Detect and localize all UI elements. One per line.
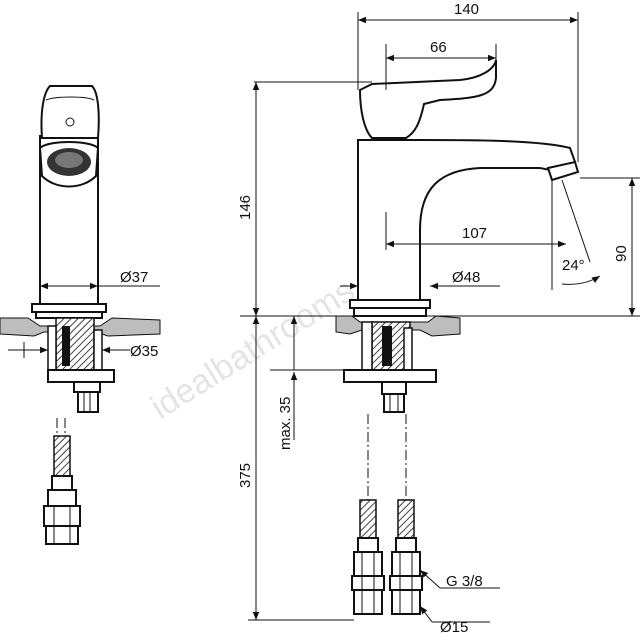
side-view: 140 66 107 146 90 24° Ø48 max. 35 375 G — [237, 1, 640, 636]
front-shank — [55, 317, 95, 371]
dim-90: 90 — [613, 245, 630, 262]
dim-diameter-37: Ø37 — [120, 269, 148, 286]
front-view: Ø37 Ø35 — [0, 85, 161, 545]
dim-140: 140 — [454, 1, 479, 18]
dim-107: 107 — [462, 225, 487, 242]
side-lever — [358, 59, 497, 139]
dim-max-35: max. 35 — [277, 397, 294, 450]
dim-diameter-15: Ø15 — [440, 619, 468, 636]
dim-375: 375 — [237, 463, 254, 488]
dim-thread: G 3/8 — [446, 573, 483, 590]
dim-angle-24: 24° — [562, 257, 585, 274]
dim-diameter-48: Ø48 — [452, 269, 480, 286]
dim-66: 66 — [430, 39, 447, 56]
dim-diameter-35: Ø35 — [130, 343, 158, 360]
front-lever — [40, 85, 100, 139]
dim-146: 146 — [237, 195, 254, 220]
hose-fitting-right — [389, 499, 423, 615]
hose-fitting-left — [351, 499, 385, 615]
